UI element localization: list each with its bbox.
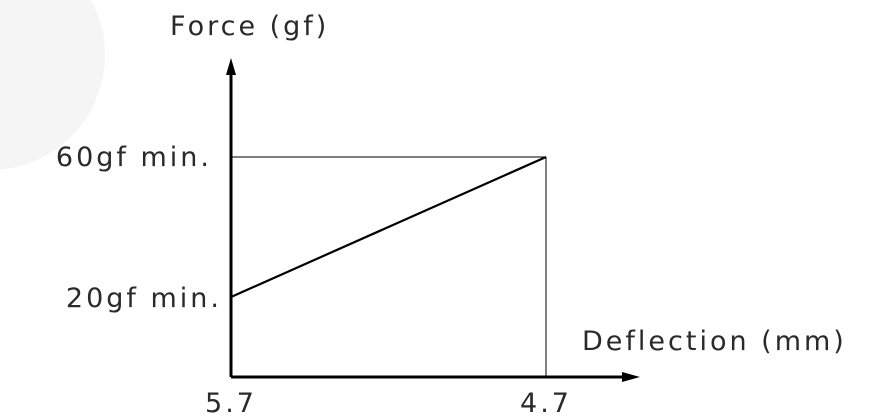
x-tick-label-5-7: 5.7	[205, 388, 257, 417]
y-tick-label-20: 20gf min.	[66, 283, 222, 314]
y-axis-arrow	[226, 58, 236, 75]
x-axis-arrow	[622, 372, 640, 382]
y-tick-label-60: 60gf min.	[56, 142, 212, 173]
y-axis-label: Force (gf)	[170, 11, 329, 42]
x-axis-label: Deflection (mm)	[582, 326, 847, 357]
background-shape	[0, 0, 105, 170]
x-tick-label-4-7: 4.7	[520, 388, 572, 417]
data-series-line	[230, 155, 547, 299]
